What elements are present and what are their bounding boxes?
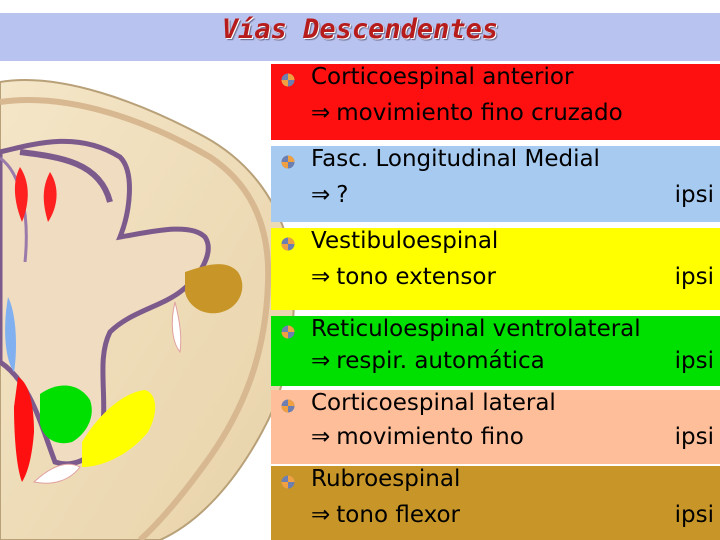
bullet-icon xyxy=(281,155,295,169)
tract-side: ipsi xyxy=(675,348,714,374)
tract-name: Corticoespinal anterior xyxy=(311,64,573,90)
bullet-icon xyxy=(281,475,295,489)
tract-detail-line: ⇒tono flexor xyxy=(311,502,460,528)
implies-arrow-icon: ⇒ xyxy=(311,502,330,528)
implies-arrow-icon: ⇒ xyxy=(311,424,330,450)
tract-box: Reticuloespinal ventrolateral ⇒respir. au… xyxy=(271,316,720,386)
tract-detail: ? xyxy=(336,182,348,208)
tract-detail: tono flexor xyxy=(336,502,460,528)
tract-side: ipsi xyxy=(675,424,714,450)
tract-side: ipsi xyxy=(675,502,714,528)
implies-arrow-icon: ⇒ xyxy=(311,348,330,374)
tract-detail: movimiento fino xyxy=(336,424,524,450)
tract-detail-line: ⇒movimiento fino xyxy=(311,424,524,450)
tract-detail: tono extensor xyxy=(336,264,496,290)
slide-title: Vías Descendentes xyxy=(0,14,720,45)
tract-box: Corticoespinal anterior ⇒movimiento fino … xyxy=(271,64,720,140)
tract-name: Reticuloespinal ventrolateral xyxy=(311,316,641,342)
tract-name: Fasc. Longitudinal Medial xyxy=(311,146,600,172)
tract-detail: movimiento fino cruzado xyxy=(336,100,622,126)
bullet-icon xyxy=(281,73,295,87)
tract-detail-line: ⇒respir. automática xyxy=(311,348,545,374)
bullet-icon xyxy=(281,399,295,413)
implies-arrow-icon: ⇒ xyxy=(311,100,330,126)
bullet-icon xyxy=(281,325,295,339)
bullet-icon xyxy=(281,237,295,251)
tract-side: ipsi xyxy=(675,264,714,290)
tract-box: Corticoespinal lateral ⇒movimiento fino ip… xyxy=(271,390,720,464)
tract-box: Rubroespinal ⇒tono flexor ipsi xyxy=(271,466,720,540)
tract-name: Rubroespinal xyxy=(311,466,460,492)
tract-detail-line: ⇒tono extensor xyxy=(311,264,496,290)
tract-name: Vestibuloespinal xyxy=(311,228,498,254)
tract-box: Fasc. Longitudinal Medial ⇒? ipsi xyxy=(271,146,720,222)
tract-side: ipsi xyxy=(675,182,714,208)
spinal-cord-illustration xyxy=(0,62,300,540)
implies-arrow-icon: ⇒ xyxy=(311,264,330,290)
tract-detail: respir. automática xyxy=(336,348,544,374)
tract-detail-line: ⇒movimiento fino cruzado xyxy=(311,100,623,126)
tract-detail-line: ⇒? xyxy=(311,182,349,208)
tract-box: Vestibuloespinal ⇒tono extensor ipsi xyxy=(271,228,720,310)
implies-arrow-icon: ⇒ xyxy=(311,182,330,208)
tract-name: Corticoespinal lateral xyxy=(311,390,556,416)
